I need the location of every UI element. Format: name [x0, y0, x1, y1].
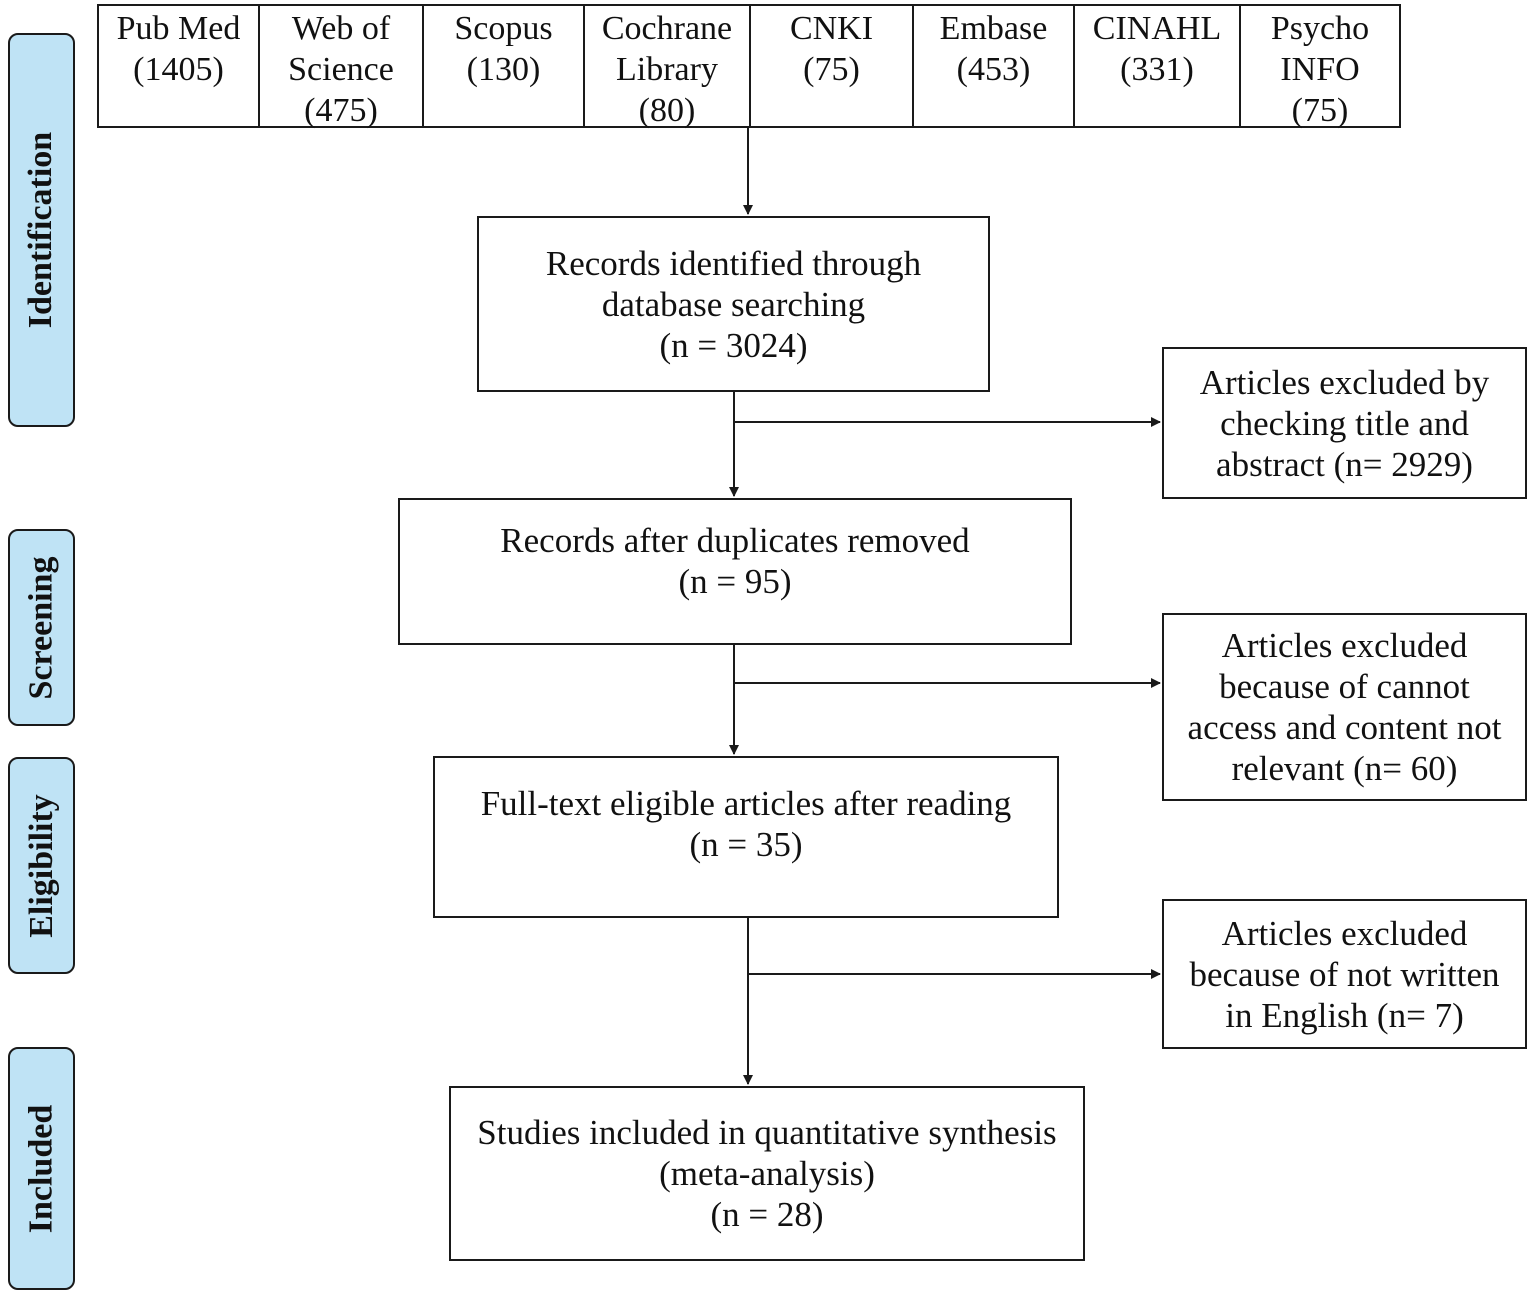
- database-count: (130): [466, 51, 541, 88]
- database-name-line: INFO: [1280, 51, 1360, 88]
- stage-eligibility: Eligibility: [8, 757, 75, 974]
- box-text-line: checking title and: [1220, 403, 1469, 443]
- records-identified-box: Records identified through database sear…: [477, 216, 990, 392]
- database-cell-embase: Embase (453): [914, 6, 1075, 126]
- studies-included-box: Studies included in quantitative synthes…: [449, 1086, 1085, 1261]
- box-text-line: because of cannot: [1219, 667, 1470, 706]
- box-count: (n = 95): [678, 562, 792, 601]
- database-name-line: Cochrane: [601, 10, 733, 47]
- box-text-line: relevant (n= 60): [1231, 749, 1458, 788]
- excluded-title-abstract-box: Articles excluded by checking title and …: [1162, 347, 1527, 499]
- database-count: (453): [956, 51, 1031, 88]
- full-text-eligible-box: Full-text eligible articles after readin…: [433, 756, 1059, 918]
- database-name-line: Library: [616, 51, 718, 88]
- database-cell-pubmed: Pub Med (1405): [99, 6, 260, 126]
- box-text-line: abstract (n= 2929): [1216, 444, 1473, 484]
- database-count: (80): [638, 92, 696, 129]
- stage-screening: Screening: [8, 529, 75, 726]
- database-name-line: Psycho: [1270, 10, 1370, 47]
- box-text-line: Articles excluded by: [1199, 362, 1490, 402]
- database-name-line: Web of: [291, 10, 391, 47]
- box-text-line: database searching: [601, 284, 866, 324]
- database-cell-cochrane-library: Cochrane Library (80): [585, 6, 751, 129]
- box-text-line: Articles excluded: [1221, 913, 1468, 953]
- database-cell-psychoinfo: Psycho INFO (75): [1241, 6, 1399, 129]
- excluded-not-english-box: Articles excluded because of not written…: [1162, 899, 1527, 1049]
- database-name-line: Pub Med: [116, 10, 241, 47]
- database-count: (75): [1291, 92, 1349, 129]
- database-cell-cinahl: CINAHL (331): [1075, 6, 1241, 126]
- box-text-line: Studies included in quantitative synthes…: [477, 1113, 1057, 1152]
- box-text-line: Full-text eligible articles after readin…: [480, 784, 1012, 823]
- database-count: (1405): [133, 51, 224, 88]
- database-count: (75): [803, 51, 860, 88]
- database-cell-cnki: CNKI (75): [751, 6, 914, 126]
- database-count: (331): [1120, 51, 1194, 88]
- database-cell-web-of-science: Web of Science (475): [260, 6, 424, 129]
- box-text-line: Records identified through: [545, 243, 922, 283]
- database-cell-scopus: Scopus (130): [424, 6, 585, 126]
- excluded-no-access-box: Articles excluded because of cannot acce…: [1162, 613, 1527, 801]
- box-count: (n = 3024): [659, 325, 808, 365]
- records-deduplicated-box: Records after duplicates removed (n = 95…: [398, 498, 1072, 645]
- stage-identification: Identification: [8, 33, 75, 427]
- database-sources-table: Pub Med (1405) Web of Science (475) Scop…: [97, 4, 1401, 129]
- database-count: (475): [304, 92, 378, 129]
- box-text-line: Records after duplicates removed: [500, 521, 970, 560]
- database-name-line: CINAHL: [1092, 10, 1222, 47]
- box-text-line: access and content not: [1187, 708, 1502, 747]
- stage-included: Included: [8, 1047, 75, 1290]
- database-name-line: Scopus: [454, 10, 553, 47]
- database-name-line: CNKI: [789, 10, 874, 47]
- database-name-line: Embase: [939, 10, 1048, 47]
- box-text-line: because of not written: [1189, 954, 1500, 994]
- box-text-line: in English (n= 7): [1225, 995, 1464, 1035]
- box-text-line: (meta-analysis): [659, 1154, 875, 1193]
- box-text-line: Articles excluded: [1221, 626, 1468, 665]
- box-count: (n = 28): [710, 1195, 824, 1234]
- box-count: (n = 35): [689, 825, 803, 864]
- database-name-line: Science: [288, 51, 394, 88]
